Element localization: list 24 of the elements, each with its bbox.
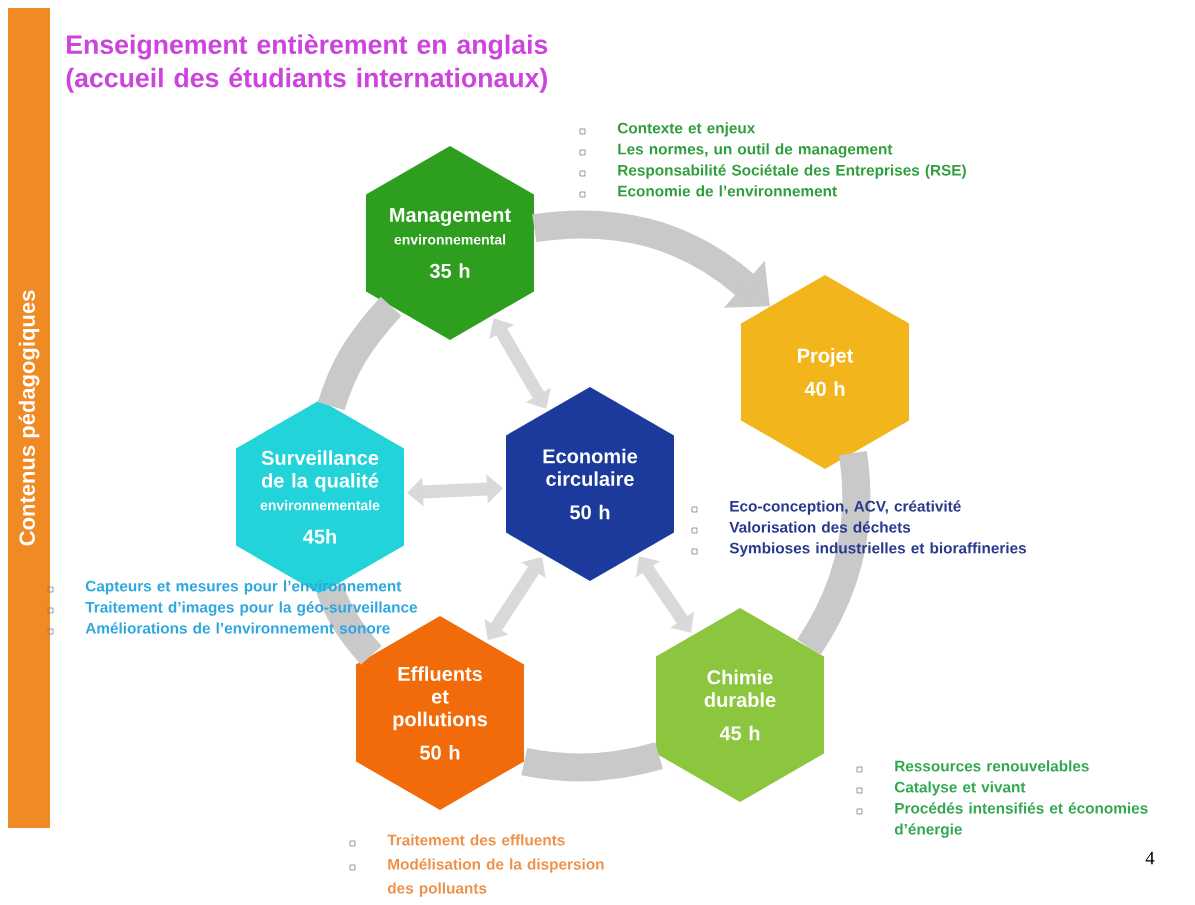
bullet-text: Modélisation de la dispersion des polluants [387, 858, 604, 897]
bullet-text: Traitement d’images pour la géo-surveillance [85, 601, 418, 616]
hexagon: Economie circulaire 50 h [506, 387, 674, 581]
bullet-text: Valorisation des déchets [729, 521, 911, 533]
double-arrow [635, 556, 695, 633]
bullet-text: Eco-conception, ACV, créativité [730, 500, 961, 515]
bullet-text: Economie de l’environnement [618, 185, 837, 197]
bullet-text: Procédés intensifiés et économies d’énergie [894, 802, 1148, 838]
bullet-text: Ressources renouvelables [895, 760, 1089, 772]
ring-arrow [532, 210, 770, 308]
title: Enseignement entièrement en anglais (accueil des étudiants internationaux) [66, 34, 548, 93]
bullet-text: Traitement des effluents [387, 834, 565, 846]
bullet-text: Les normes, un outil de management [618, 143, 893, 158]
page-number: 4 [1145, 851, 1155, 865]
hexagon: Chimie durable 45 h [656, 608, 824, 802]
bullet-text: Catalyse et vivant [894, 781, 1026, 796]
hexagon: Projet 40 h [741, 275, 909, 469]
side-band: Contenus pédagogiques [8, 8, 50, 828]
bullet-text: Symbioses industrielles et bioraffineries [729, 542, 1027, 557]
hexagon: Management environnemental 35 h [366, 146, 534, 340]
double-arrow [407, 474, 503, 507]
bullet-text: Responsabilité Sociétale des Entreprises (RSE) [618, 164, 966, 179]
bullet-text: Contexte et enjeux [617, 122, 756, 137]
double-arrow [489, 318, 551, 409]
